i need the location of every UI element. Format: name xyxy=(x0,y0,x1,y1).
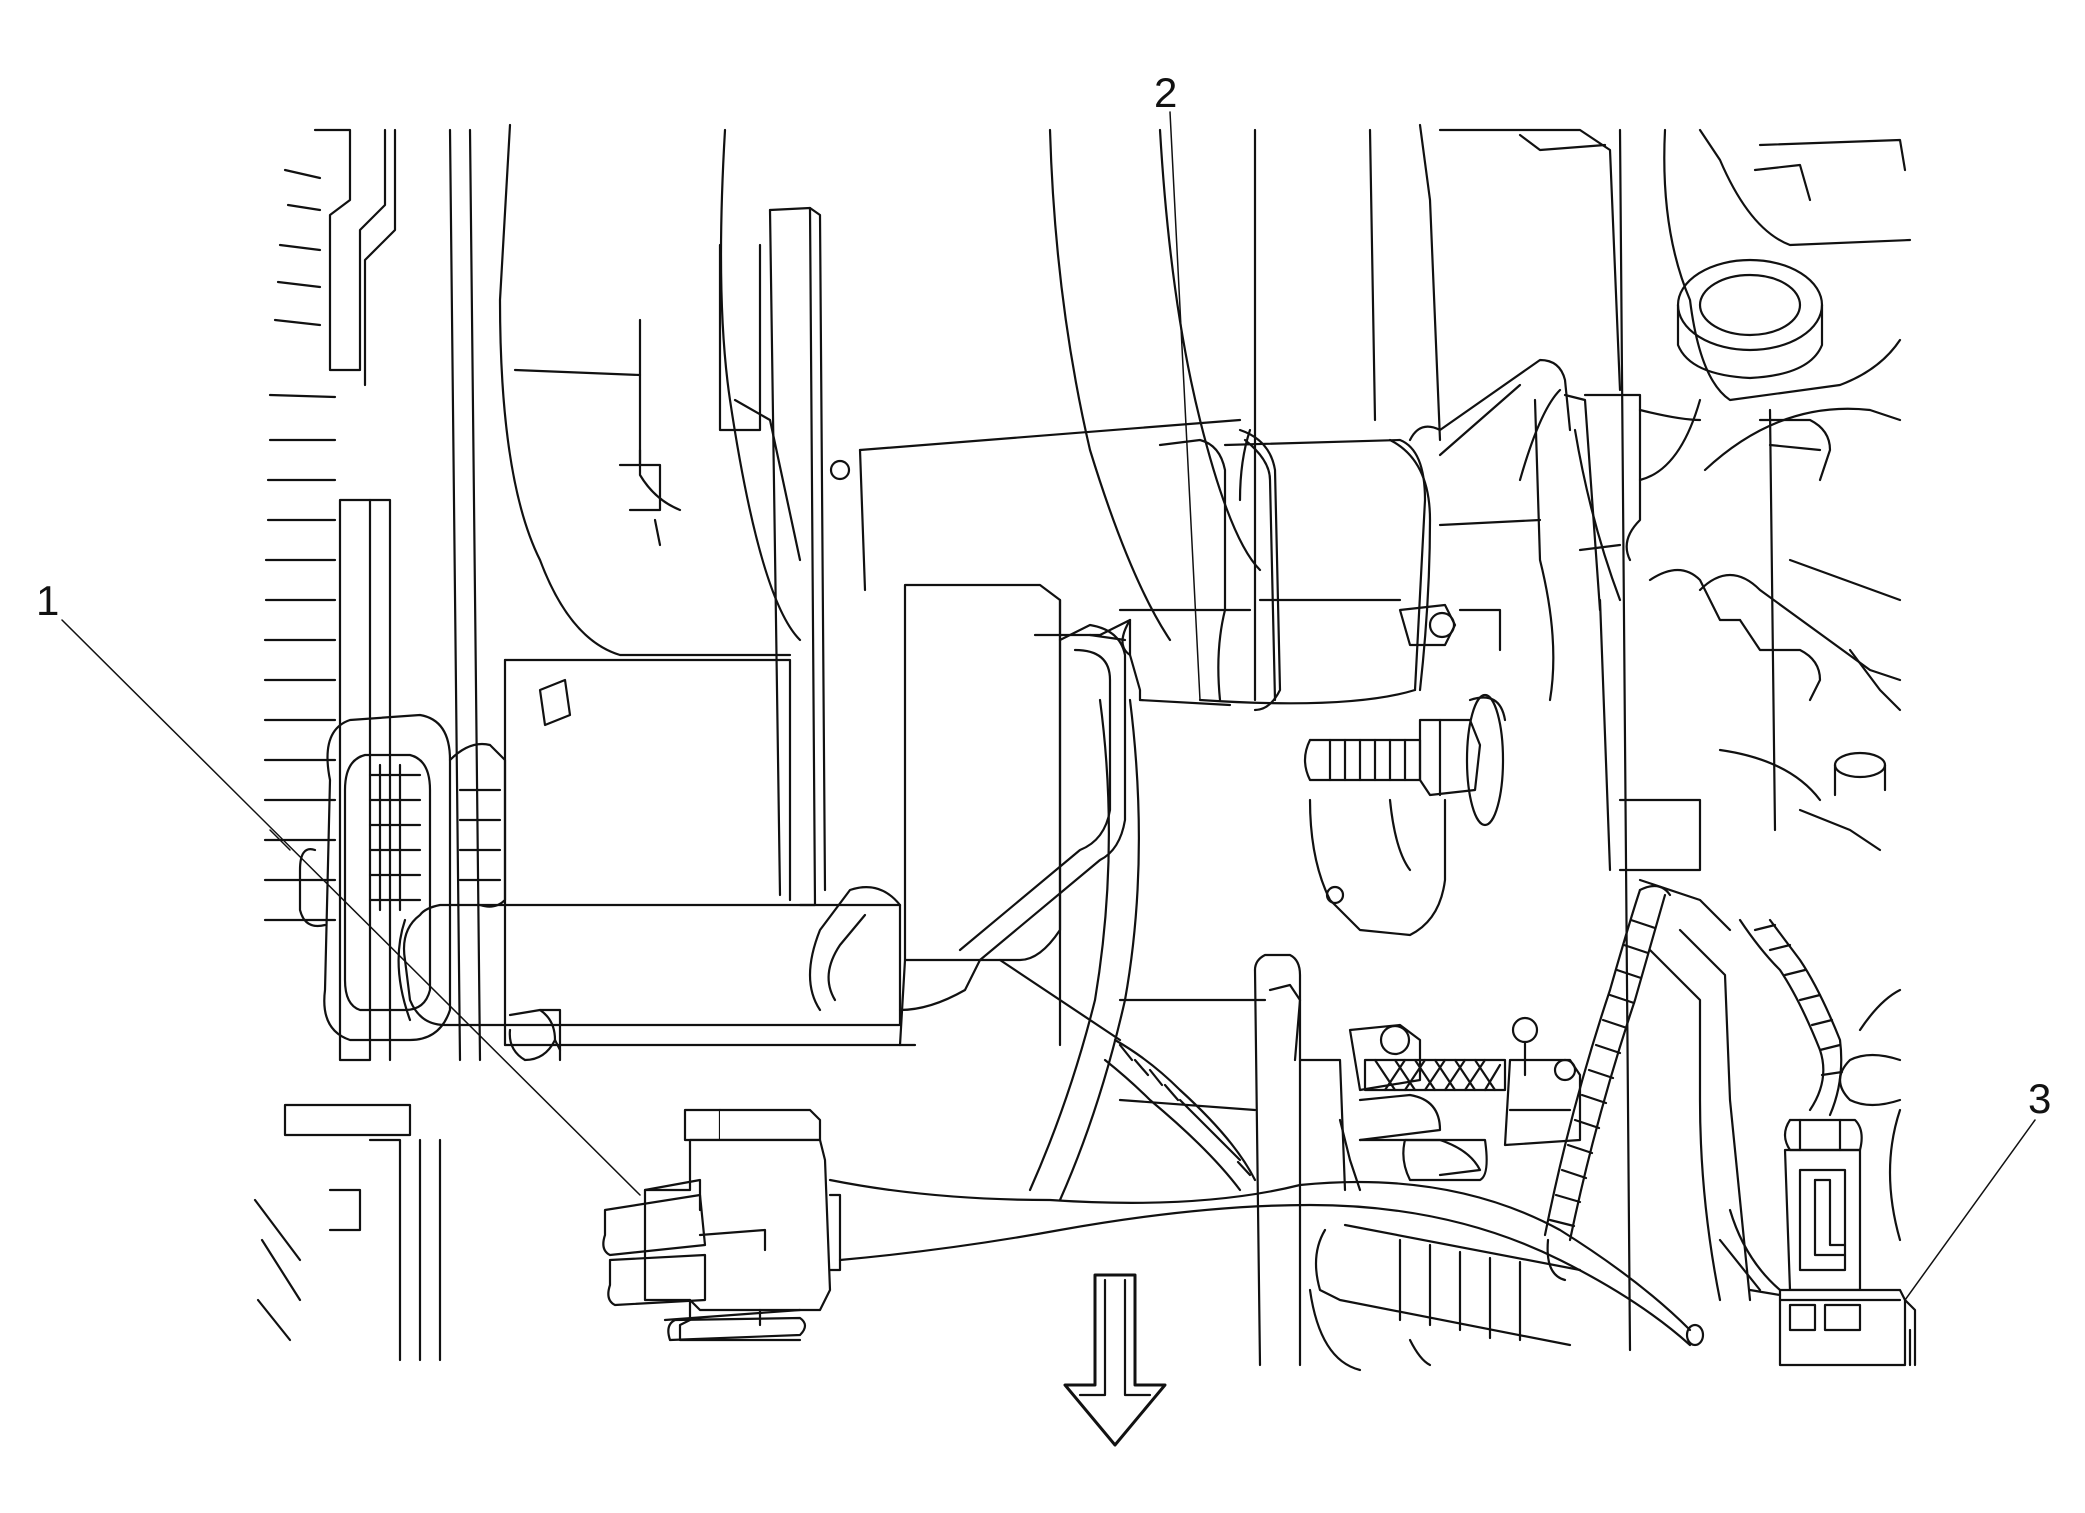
central-mount xyxy=(898,428,1282,1047)
leader-line-1 xyxy=(61,619,641,1196)
vertical-lever xyxy=(768,206,851,907)
left-hatching xyxy=(253,168,337,1342)
upper-bracket xyxy=(618,128,1262,702)
leader-line-3 xyxy=(1904,1119,2036,1301)
corrugated-conduit xyxy=(1543,884,1752,1302)
lower-disc xyxy=(1028,698,1267,1202)
cylinder-body xyxy=(1138,438,1432,707)
main-shaft xyxy=(397,903,902,1027)
right-structure xyxy=(1368,123,1732,1352)
connector-3 xyxy=(1718,918,1917,1367)
callout-2-label: 2 xyxy=(1154,69,1178,116)
center-post xyxy=(1253,953,1302,1367)
lower-tube xyxy=(1308,1223,1582,1372)
left-frame xyxy=(283,128,482,1362)
callout-3-label: 3 xyxy=(2028,1075,2052,1122)
bolt-assembly xyxy=(1303,603,1507,937)
down-arrow-icon xyxy=(1063,1273,1167,1447)
housing xyxy=(498,123,902,1062)
left-coil-connector xyxy=(298,713,507,1042)
wire-harness xyxy=(828,1038,1705,1347)
leader-line-2 xyxy=(1169,111,1201,701)
bracket-arm xyxy=(808,623,1127,1047)
harness-connector-1 xyxy=(602,1108,842,1342)
right-sweep xyxy=(1838,988,1912,1367)
small-components xyxy=(1268,983,1582,1192)
leader-lines xyxy=(61,111,2036,1301)
right-engine-block xyxy=(1638,128,1912,852)
callout-1-label: 1 xyxy=(36,577,60,624)
